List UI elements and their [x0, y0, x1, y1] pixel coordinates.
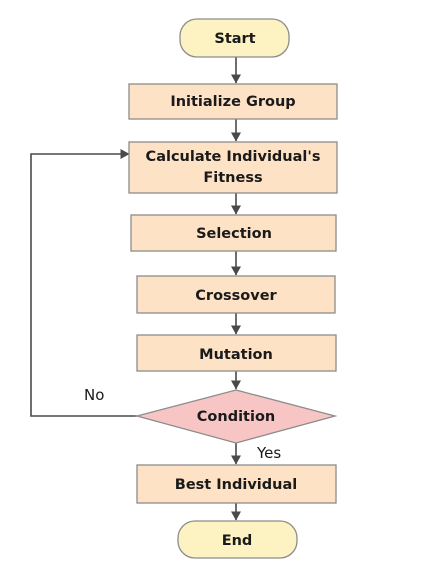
best-individual-label: Best Individual	[175, 477, 297, 493]
calculate-fitness-label-line2: Fitness	[203, 170, 262, 186]
end-label: End	[222, 533, 253, 549]
calculate-fitness-label-line1: Calculate Individual's	[146, 149, 321, 165]
selection-label: Selection	[196, 226, 272, 242]
initialize-group-node	[128, 83, 338, 120]
mutation-node	[136, 334, 337, 372]
crossover-label: Crossover	[195, 288, 277, 304]
start-node	[179, 18, 290, 58]
no-edge-label: No	[84, 386, 104, 404]
initialize-group-label: Initialize Group	[170, 94, 295, 110]
mutation-label: Mutation	[199, 347, 273, 363]
best-individual-node	[136, 464, 337, 504]
edge-condition-no-loop	[30, 149, 137, 417]
start-label: Start	[214, 31, 255, 47]
end-node	[177, 520, 298, 559]
calculate-fitness-node	[128, 141, 338, 194]
condition-decision-node	[134, 389, 338, 444]
crossover-node	[136, 275, 336, 314]
selection-node	[130, 214, 337, 252]
condition-label: Condition	[197, 409, 275, 425]
yes-edge-label: Yes	[256, 444, 281, 462]
